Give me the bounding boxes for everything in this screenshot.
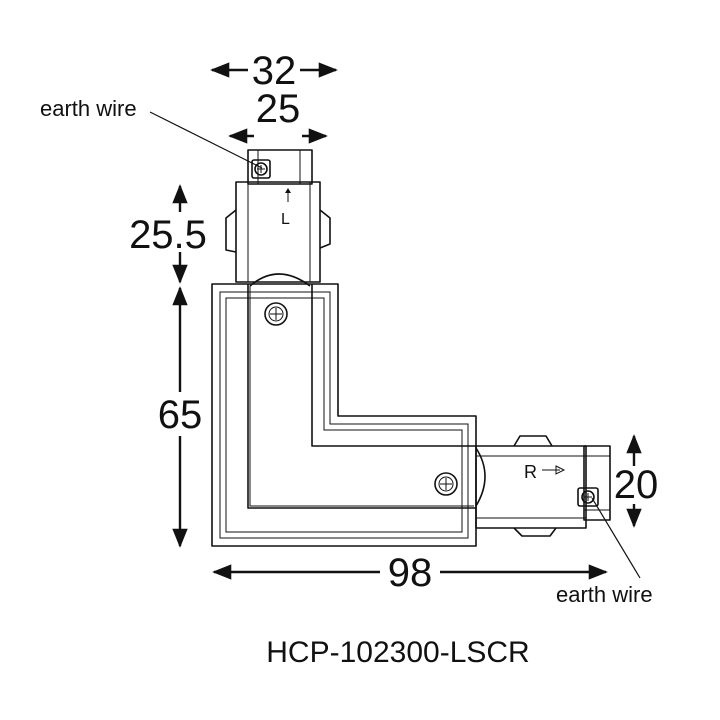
earth-wire-bottom-callout: earth wire [556, 497, 653, 607]
top-arm-right-clip [319, 209, 331, 249]
dimension-bottom: 98 [212, 551, 608, 595]
corner-body-outline [211, 283, 477, 547]
dimension-bottom-value: 98 [388, 551, 433, 595]
earth-wire-bottom-leader [591, 497, 641, 579]
arrow-up-icon [285, 188, 291, 202]
dimension-right-value: 20 [614, 463, 659, 507]
right-arm-top-clip [513, 435, 553, 447]
dimension-top-inner: 25 [228, 87, 328, 144]
dimension-left-upper-value: 25.5 [129, 213, 207, 257]
dimension-top-inner-value: 25 [256, 87, 301, 131]
arrow-right-icon [542, 465, 566, 475]
earth-wire-top-leader [149, 111, 263, 169]
top-hump [249, 273, 311, 287]
right-arm: R [475, 435, 611, 537]
dimension-right: 20 [614, 434, 659, 528]
right-arm-bottom-clip [513, 527, 557, 537]
dimension-left-lower-value: 65 [158, 393, 203, 437]
screw-icon [434, 472, 458, 496]
top-arm: L [225, 149, 331, 283]
right-arm-cap [583, 445, 611, 521]
top-arm-left-clip [225, 209, 237, 253]
top-arm-cap [247, 149, 313, 185]
right-hump [475, 447, 486, 507]
dimension-top-outer-value: 32 [252, 49, 297, 93]
earth-wire-top-callout: earth wire [40, 96, 263, 169]
dimension-left-upper: 25.5 [129, 184, 207, 284]
arm-left-label: L [281, 211, 290, 228]
screw-icon [251, 159, 271, 179]
dimension-left-lower: 65 [158, 286, 203, 548]
right-arm-body [475, 445, 587, 529]
earth-wire-top-label: earth wire [40, 96, 137, 121]
top-arm-body [235, 181, 321, 283]
dimension-top-outer: 32 [210, 49, 338, 93]
screw-icon [577, 487, 599, 507]
arm-right-label: R [524, 462, 537, 482]
corner-body [211, 273, 486, 547]
screw-icon [264, 302, 288, 326]
product-code: HCP-102300-LSCR [266, 636, 529, 669]
earth-wire-bottom-label: earth wire [556, 582, 653, 607]
